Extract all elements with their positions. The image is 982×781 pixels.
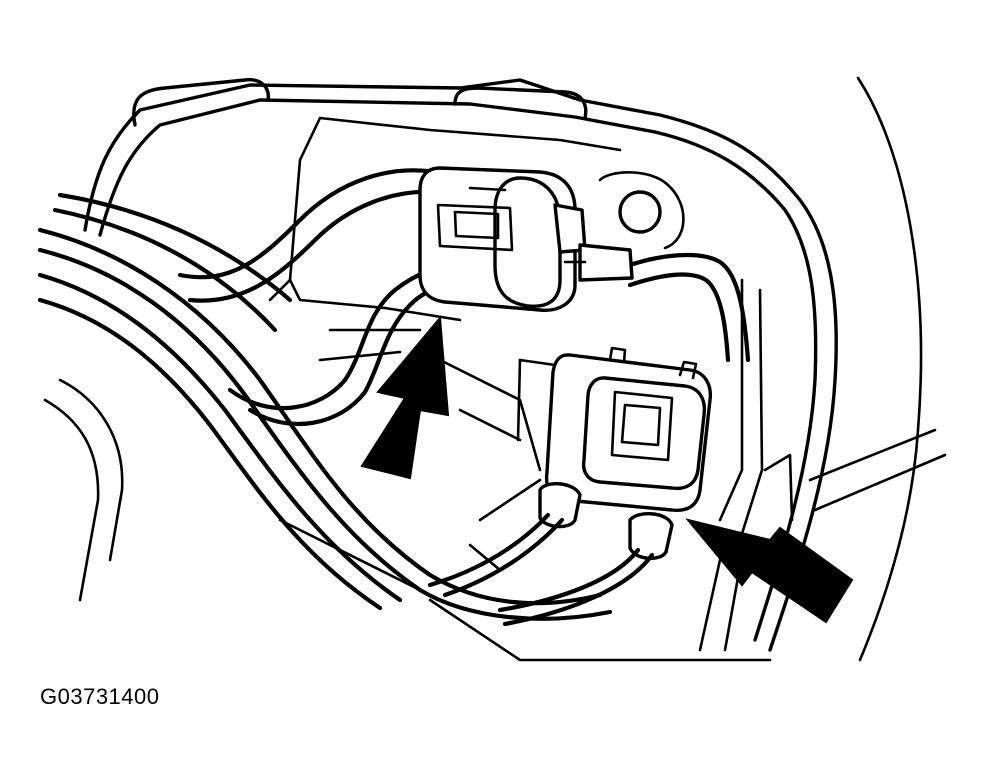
figure-code: G03731400 bbox=[40, 684, 160, 709]
upper-connector-wires bbox=[177, 168, 751, 426]
arrow-upper-connector bbox=[360, 315, 450, 480]
body-panel-right bbox=[808, 76, 947, 662]
upper-connector bbox=[418, 166, 634, 312]
wiring-harness bbox=[37, 192, 613, 621]
arrow-lower-connector bbox=[685, 518, 854, 624]
lower-connector bbox=[427, 346, 713, 627]
